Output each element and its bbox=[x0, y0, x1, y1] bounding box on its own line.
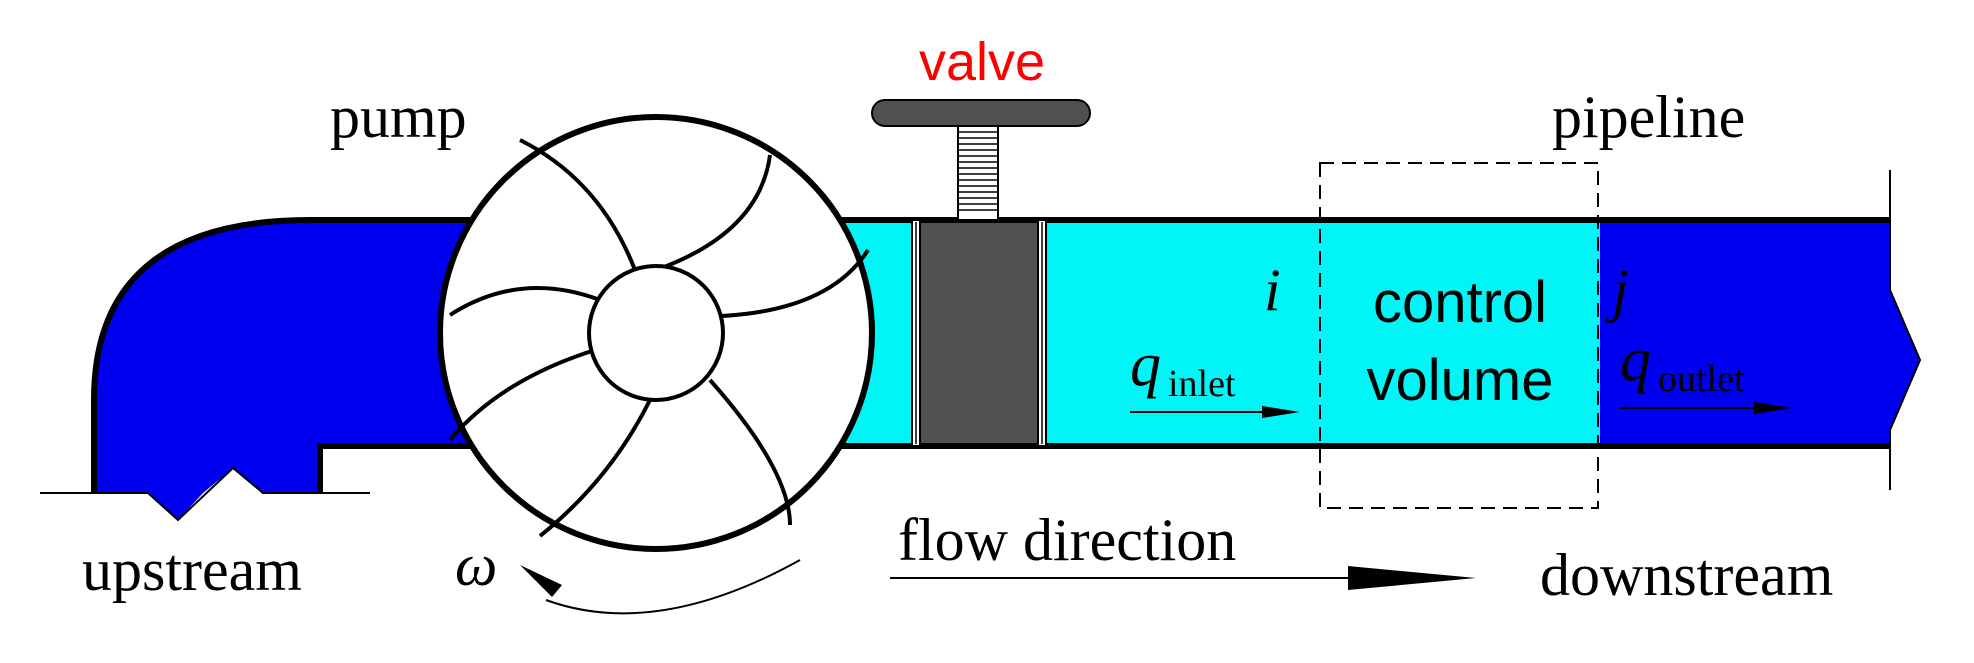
valve-label: valve bbox=[919, 32, 1045, 92]
pipeline-label: pipeline bbox=[1552, 84, 1745, 150]
valve-handle bbox=[871, 99, 1091, 127]
downstream-pipe bbox=[1600, 220, 1920, 446]
q-outlet-symbol: q bbox=[1620, 326, 1651, 394]
impeller-blades bbox=[448, 138, 870, 538]
control-volume-label-line1: control bbox=[1373, 270, 1547, 335]
upstream-break-line bbox=[40, 466, 370, 522]
node-i-label: i bbox=[1264, 257, 1281, 323]
valve-stem-threads bbox=[958, 131, 998, 211]
control-volume-boundary bbox=[1319, 162, 1599, 509]
upstream-elbow-outer-wall bbox=[91, 217, 480, 493]
pump-impeller-icon bbox=[437, 114, 875, 552]
downstream-label: downstream bbox=[1540, 542, 1833, 608]
valve-stem bbox=[957, 125, 999, 221]
valve-gate bbox=[919, 221, 1039, 445]
omega-label: ω bbox=[455, 532, 497, 598]
upstream-elbow-inner-wall bbox=[317, 443, 480, 493]
q-outlet-subscript: outlet bbox=[1658, 358, 1745, 400]
upstream-label: upstream bbox=[82, 537, 302, 603]
rotation-arc bbox=[545, 559, 801, 615]
flow-direction-label: flow direction bbox=[898, 507, 1236, 573]
valve bbox=[871, 99, 1091, 447]
outlet-flow-arrowhead-icon bbox=[1754, 402, 1792, 414]
downstream-break-line bbox=[1889, 170, 1922, 490]
rotation-arrowhead-icon bbox=[520, 565, 562, 597]
control-volume-label-line2: volume bbox=[1367, 348, 1554, 413]
pump-label: pump bbox=[330, 84, 467, 150]
q-inlet-subscript: inlet bbox=[1168, 363, 1236, 405]
impeller-hub bbox=[587, 264, 725, 402]
q-inlet-symbol: q bbox=[1130, 331, 1161, 399]
inlet-flow-arrowhead-icon bbox=[1262, 406, 1300, 418]
flow-direction-arrowhead-icon bbox=[1348, 566, 1476, 590]
